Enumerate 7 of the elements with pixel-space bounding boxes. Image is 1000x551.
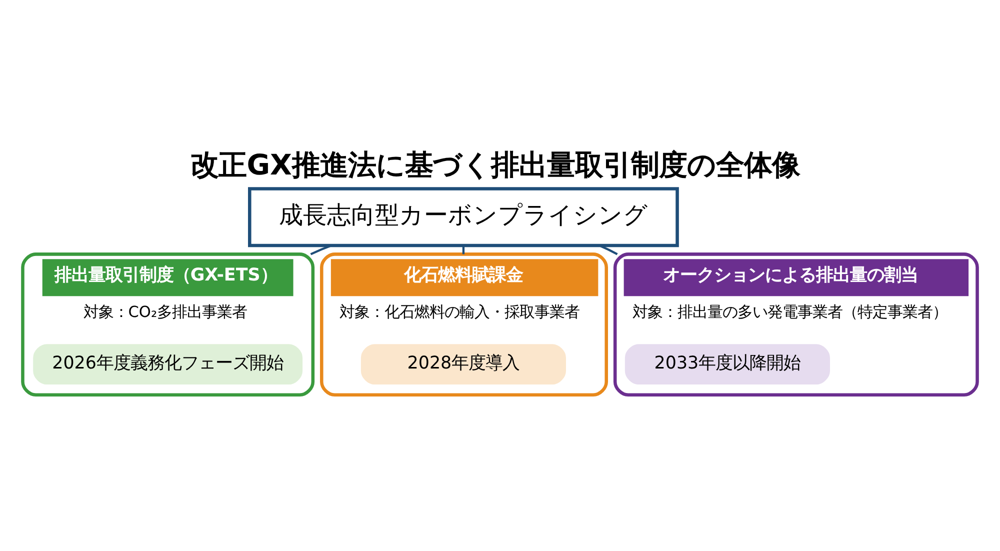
diagram-title: 改正GX推進法に基づく排出量取引制度の全体像 [190,148,800,181]
node-box: 2028年度導入 [360,344,566,384]
connector [310,244,332,255]
node-box: 成長志向型カーボンプライシング [248,186,679,247]
node-box: 2026年度義務化フェーズ開始 [33,344,303,384]
connector [599,244,618,255]
node-box: 2033年度以降開始 [624,344,830,384]
